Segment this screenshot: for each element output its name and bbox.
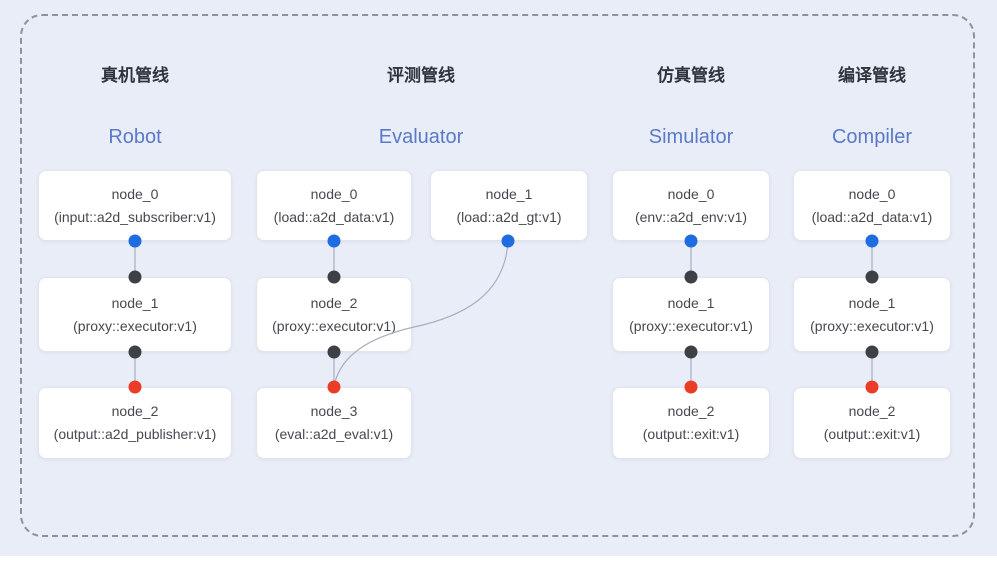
pipeline-title-zh-compiler: 编译管线 [838,66,906,85]
pipeline-title-en-simulator: Simulator [648,126,734,148]
node-name: node_1 [485,185,533,202]
node-name: node_2 [667,403,715,419]
node-type: (load::a2d_gt:v1) [456,208,562,225]
pipeline-title-en-compiler: Compiler [831,126,913,148]
node-evaluator-1: node_1 (load::a2d_gt:v1) [430,170,588,241]
pipeline-title-zh-robot: 真机管线 [101,66,169,85]
node-name: node_3 [310,403,358,419]
node-name: node_1 [848,294,896,311]
node-name: node_2 [848,403,896,419]
node-name: node_2 [310,294,358,311]
node-type: (proxy::executor:v1) [629,317,753,334]
node-name: node_0 [111,185,159,202]
node-type: (eval::a2d_eval:v1) [274,426,394,442]
pipeline-title-en-robot: Robot [108,126,162,148]
node-type: (proxy::executor:v1) [73,317,197,334]
pipeline-title-en-evaluator: Evaluator [378,126,464,148]
node-type: (input::a2d_subscriber:v1) [54,208,216,225]
pipeline-title-zh-simulator: 仿真管线 [657,66,725,85]
node-type: (proxy::executor:v1) [810,317,934,334]
node-name: node_1 [667,294,715,311]
node-type: (load::a2d_data:v1) [273,208,395,225]
node-robot-0: node_0 (input::a2d_subscriber:v1) [38,170,232,241]
node-compiler-2: node_2 (output::exit:v1) [793,387,951,459]
node-type: (env::a2d_env:v1) [634,208,748,225]
node-name: node_0 [310,185,358,202]
node-simulator-2: node_2 (output::exit:v1) [612,387,770,459]
node-evaluator-0: node_0 (load::a2d_data:v1) [256,170,412,241]
node-name: node_2 [111,403,159,419]
node-compiler-0: node_0 (load::a2d_data:v1) [793,170,951,241]
dashed-frame [20,14,975,537]
node-name: node_0 [848,185,896,202]
node-compiler-1: node_1 (proxy::executor:v1) [793,277,951,352]
node-type: (proxy::executor:v1) [272,317,396,334]
node-type: (load::a2d_data:v1) [811,208,933,225]
node-evaluator-3: node_3 (eval::a2d_eval:v1) [256,387,412,459]
node-simulator-1: node_1 (proxy::executor:v1) [612,277,770,352]
pipeline-title-zh-evaluator: 评测管线 [387,66,455,85]
node-name: node_1 [111,294,159,311]
node-robot-2: node_2 (output::a2d_publisher:v1) [38,387,232,459]
node-robot-1: node_1 (proxy::executor:v1) [38,277,232,352]
node-name: node_0 [667,185,715,202]
node-type: (output::exit:v1) [642,426,740,442]
node-type: (output::exit:v1) [823,426,921,442]
node-simulator-0: node_0 (env::a2d_env:v1) [612,170,770,241]
node-type: (output::a2d_publisher:v1) [53,426,217,442]
node-evaluator-2: node_2 (proxy::executor:v1) [256,277,412,352]
